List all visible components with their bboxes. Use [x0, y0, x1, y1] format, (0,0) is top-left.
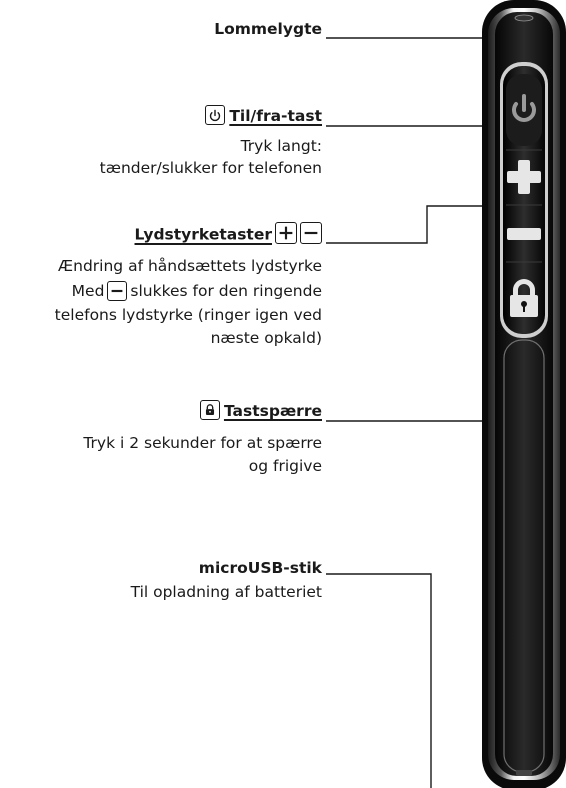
- power-button[interactable]: [506, 74, 542, 146]
- minus-icon: [107, 280, 128, 301]
- volume-keys-heading: Lydstyrketaster: [134, 222, 322, 246]
- keylock-button[interactable]: [510, 279, 538, 317]
- volume-up-button[interactable]: [507, 160, 541, 194]
- volume-keys-title: Lydstyrketaster: [134, 225, 272, 244]
- volume-desc-line2: Med slukkes for den ringende: [71, 280, 322, 302]
- power-key-heading: Til/fra-tast: [205, 104, 322, 127]
- flashlight-lens: [514, 14, 534, 22]
- power-desc-line1: Tryk langt:: [240, 137, 322, 155]
- power-key-title: Til/fra-tast: [229, 107, 322, 125]
- volume-down-button[interactable]: [507, 228, 541, 240]
- phone-side-view: [482, 0, 566, 788]
- usb-leader: [326, 573, 432, 788]
- volume-desc-line3: telefons lydstyrke (ringer igen ved: [54, 306, 322, 324]
- keylock-title: Tastspærre: [223, 402, 322, 420]
- keylock-desc-line2: og frigive: [248, 457, 322, 475]
- power-icon: [205, 104, 226, 125]
- volume-desc-line1: Ændring af håndsættets lydstyrke: [58, 257, 322, 275]
- keylock-heading: Tastspærre: [199, 399, 322, 422]
- volume-desc-line2-pre: Med: [71, 282, 105, 300]
- keylock-desc-line1: Tryk i 2 sekunder for at spærre: [83, 434, 322, 452]
- lock-icon: [199, 399, 220, 420]
- volume-desc-line4: næste opkald): [210, 329, 322, 347]
- plus-icon: [275, 222, 297, 244]
- usb-label: microUSB-stik: [198, 559, 322, 577]
- power-desc-line2: tænder/slukker for telefonen: [99, 159, 322, 177]
- minus-icon: [300, 222, 322, 244]
- volume-desc-line2-post: slukkes for den ringende: [130, 282, 322, 300]
- flashlight-label: Lommelygte: [214, 20, 322, 38]
- usb-port: [516, 770, 532, 776]
- usb-desc-line1: Til opladning af batteriet: [130, 583, 322, 601]
